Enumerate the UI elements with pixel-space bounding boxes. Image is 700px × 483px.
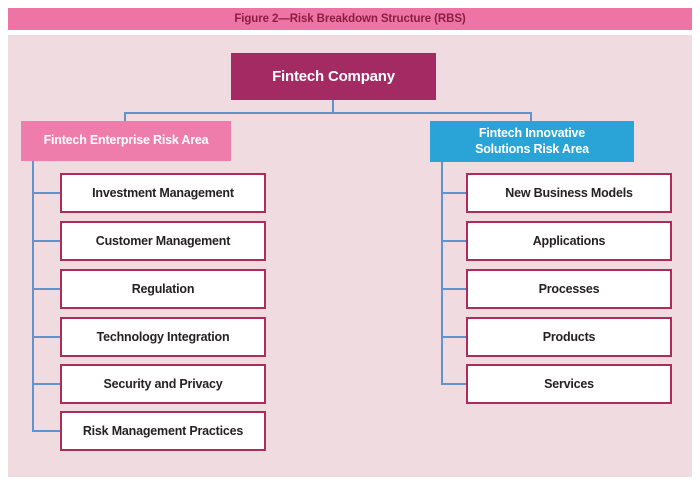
connector-left-trunk (32, 161, 34, 432)
risk-item-services: Services (466, 364, 672, 404)
connector-left-stub-6 (32, 430, 60, 432)
connector-right-stub-1 (441, 192, 466, 194)
group-header-enterprise-risk: Fintech Enterprise Risk Area (21, 121, 231, 161)
group-header-innovative-solutions-risk: Fintech Innovative Solutions Risk Area (430, 121, 634, 162)
figure-title: Figure 2—Risk Breakdown Structure (RBS) (8, 8, 692, 30)
connector-left-stub-2 (32, 240, 60, 242)
connector-root-drop (332, 100, 334, 113)
connector-right-stub-5 (441, 383, 466, 385)
risk-item-technology-integration: Technology Integration (60, 317, 266, 357)
risk-item-new-business-models: New Business Models (466, 173, 672, 213)
connector-horizontal-main (125, 112, 532, 114)
root-node-fintech-company: Fintech Company (231, 53, 436, 100)
connector-left-stub-5 (32, 383, 60, 385)
risk-item-regulation: Regulation (60, 269, 266, 309)
connector-right-stub-2 (441, 240, 466, 242)
connector-left-stub-4 (32, 336, 60, 338)
connector-left-stub-3 (32, 288, 60, 290)
risk-item-applications: Applications (466, 221, 672, 261)
risk-item-customer-management: Customer Management (60, 221, 266, 261)
connector-right-stub-3 (441, 288, 466, 290)
risk-item-security-and-privacy: Security and Privacy (60, 364, 266, 404)
group-header-line-1: Fintech Innovative (478, 125, 586, 140)
connector-right-trunk (441, 162, 443, 385)
connector-left-stub-1 (32, 192, 60, 194)
connector-right-stub-4 (441, 336, 466, 338)
group-header-line-2: Solutions Risk Area (475, 141, 589, 156)
connector-right-header-drop (530, 112, 532, 122)
risk-item-processes: Processes (466, 269, 672, 309)
risk-item-products: Products (466, 317, 672, 357)
risk-item-risk-management-practices: Risk Management Practices (60, 411, 266, 451)
connector-left-header-drop (124, 112, 126, 122)
risk-item-investment-management: Investment Management (60, 173, 266, 213)
